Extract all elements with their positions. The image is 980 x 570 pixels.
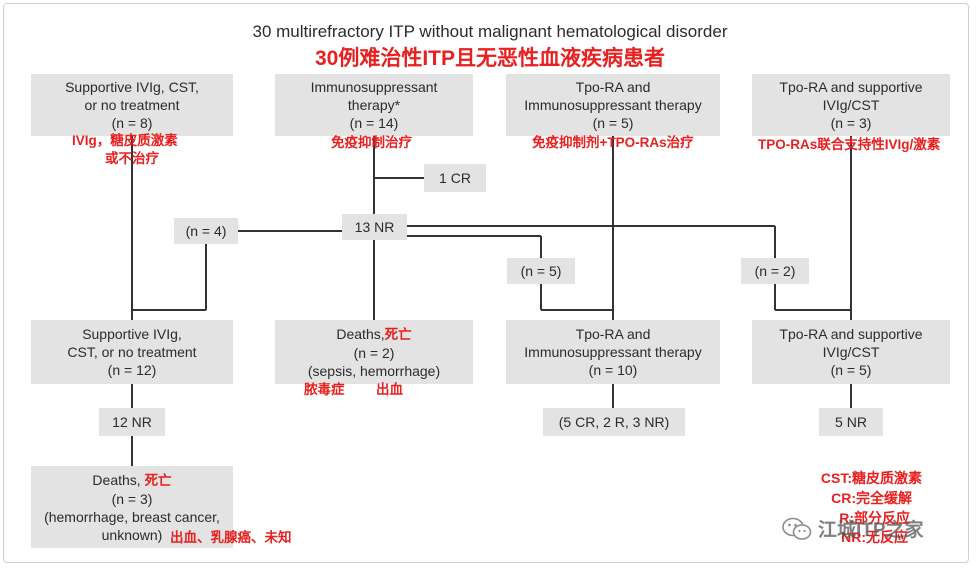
box-line: (sepsis, hemorrhage) — [307, 362, 441, 379]
box-line: 13 NR — [354, 219, 395, 235]
box-line: Supportive IVIg, — [82, 326, 182, 342]
box-line: Tpo-RA and — [575, 79, 651, 95]
box-line: Tpo-RA and supportive — [779, 326, 923, 342]
annotation-sepsis: 脓毒症 — [304, 382, 345, 397]
box-immunosuppressant-top: Immunosuppressant therapy* (n = 14) — [275, 74, 473, 136]
box-line: Tpo-RA and — [575, 326, 651, 342]
box-line: (hemorrhage, breast cancer, — [44, 508, 220, 525]
box-line: (n = 5) — [592, 115, 634, 131]
box-line: Deaths,死亡 — [336, 325, 411, 344]
box-line: Supportive IVIg, CST, — [65, 79, 199, 95]
annotation-tpo-supportive-top: TPO-RAs联合支持性IVIg/激素 — [758, 137, 941, 152]
box-n4: (n = 4) — [174, 218, 238, 244]
annotation-death-causes: 出血、乳腺癌、未知 — [170, 530, 292, 545]
box-line: Tpo-RA and supportive — [779, 79, 923, 95]
box-supportive-mid: Supportive IVIg, CST, or no treatment (n… — [31, 320, 233, 384]
figure-border — [3, 3, 969, 563]
box-tpo-immuno-mid: Tpo-RA and Immunosuppressant therapy (n … — [506, 320, 720, 384]
box-5nr: 5 NR — [819, 408, 883, 436]
box-line: 12 NR — [112, 414, 152, 430]
box-line: (n = 2) — [754, 263, 796, 279]
annotation-supportive-top: IVIg，糖皮质激素 — [72, 133, 178, 148]
annotation-immuno-top: 免疫抑制治疗 — [331, 135, 412, 150]
box-line: IVIg/CST — [822, 344, 880, 360]
chart-title: 30 multirefractory ITP without malignant… — [252, 22, 728, 41]
box-tpo-immuno-top: Tpo-RA and Immunosuppressant therapy (n … — [506, 74, 720, 136]
wechat-icon — [782, 517, 812, 540]
deaths-label: Deaths, — [336, 325, 385, 342]
box-line: (n = 4) — [185, 223, 227, 239]
box-deaths-mid: Deaths,死亡 (n = 2) (sepsis, hemorrhage) — [275, 320, 473, 384]
legend-item: NR:无反应 — [841, 529, 908, 545]
box-line: therapy* — [347, 97, 401, 113]
box-line: Deaths, 死亡 — [92, 471, 171, 490]
box-1cr: 1 CR — [424, 164, 486, 192]
box-line: unknown) — [101, 526, 163, 543]
box-12nr: 12 NR — [99, 408, 165, 436]
box-line: or no treatment — [84, 97, 180, 113]
deaths-label: Deaths, — [92, 471, 141, 488]
legend-item: CST:糖皮质激素 — [820, 470, 922, 486]
box-outcome-tpo-immuno: (5 CR, 2 R, 3 NR) — [543, 408, 685, 436]
annotation-death: 死亡 — [144, 472, 172, 488]
watermark-text: 江城ITP之家 — [818, 520, 924, 541]
box-n5: (n = 5) — [507, 258, 575, 284]
box-line: (n = 3) — [111, 490, 153, 507]
box-line: (n = 8) — [111, 115, 153, 131]
chart-title-chinese: 30例难治性ITP且无恶性血液疾病患者 — [314, 47, 666, 70]
box-line: (5 CR, 2 R, 3 NR) — [558, 414, 670, 430]
box-line: (n = 2) — [353, 344, 395, 361]
box-tpo-supportive-mid: Tpo-RA and supportive IVIg/CST (n = 5) — [752, 320, 950, 384]
annotation-death: 死亡 — [384, 326, 412, 342]
box-n2: (n = 2) — [741, 258, 809, 284]
watermark: 江城ITP之家 — [782, 515, 924, 542]
annotation-supportive-top-2: 或不治疗 — [105, 151, 159, 166]
legend-item: R:部分反应 — [839, 510, 910, 526]
box-line: Immunosuppressant therapy — [524, 97, 702, 113]
box-line: (n = 3) — [830, 115, 872, 131]
annotation-hemorrhage: 出血 — [376, 382, 403, 397]
box-13nr: 13 NR — [342, 214, 407, 240]
box-tpo-supportive-top: Tpo-RA and supportive IVIg/CST (n = 3) — [752, 74, 950, 136]
box-line: IVIg/CST — [822, 97, 880, 113]
box-line: 1 CR — [439, 170, 471, 186]
box-line: (n = 5) — [830, 362, 872, 378]
box-line: (n = 10) — [588, 362, 638, 378]
box-line: Immunosuppressant — [310, 79, 438, 95]
box-line: Immunosuppressant therapy — [524, 344, 702, 360]
annotation-tpo-immuno-top: 免疫抑制剂+TPO-RAs治疗 — [532, 135, 694, 150]
box-line: (n = 12) — [107, 362, 157, 378]
box-line: (n = 5) — [520, 263, 562, 279]
box-supportive-top: Supportive IVIg, CST, or no treatment (n… — [31, 74, 233, 136]
box-line: CST, or no treatment — [67, 344, 197, 360]
box-line: 5 NR — [835, 414, 867, 430]
box-line: (n = 14) — [349, 115, 399, 131]
box-deaths-bottom: Deaths, 死亡 (n = 3) (hemorrhage, breast c… — [31, 466, 233, 548]
legend-item: CR:完全缓解 — [831, 490, 912, 506]
